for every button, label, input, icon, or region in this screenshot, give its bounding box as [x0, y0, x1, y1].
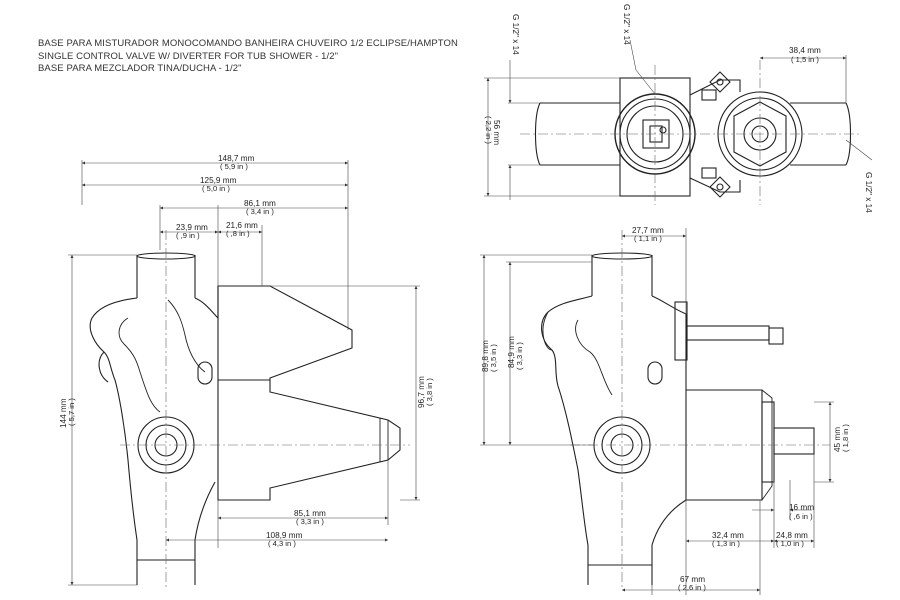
dim-144: 144 mm	[59, 398, 68, 428]
front-centerlines	[120, 230, 410, 590]
dim-0-8-in: ( ,8 in )	[226, 229, 250, 238]
dim-3-4-in: ( 3,4 in )	[246, 207, 274, 216]
dim-84-9: 84,9 mm	[507, 336, 516, 368]
top-dimensions	[484, 39, 873, 200]
dim-2-2-in: ( 2,2 in )	[484, 116, 493, 144]
dim-1-1-in: ( 1,1 in )	[634, 234, 662, 243]
title-line-es: BASE PARA MEZCLADOR TINA/DUCHA - 1/2"	[38, 63, 242, 74]
dim-5-0-in: ( 5,0 in )	[202, 184, 230, 193]
thread-left: G 1/2" x 14	[511, 14, 520, 55]
dim-1-5-in: ( 1,5 in )	[791, 55, 819, 64]
drawing-title-block: BASE PARA MISTURADOR MONOCOMANDO BANHEIR…	[38, 38, 458, 76]
dim-85-1: 85,1 mm	[294, 509, 326, 518]
dim-148-7: 148,7 mm	[218, 154, 255, 163]
dim-16: 16 mm	[789, 503, 814, 512]
dim-3-3-in: ( 3,3 in )	[296, 517, 324, 526]
side-view	[541, 252, 815, 585]
dim-125-9: 125,9 mm	[200, 176, 237, 185]
front-view	[89, 252, 401, 585]
dim-1-0-in: ( 1,0 in )	[776, 539, 804, 548]
dim-108-9: 108,9 mm	[266, 531, 303, 540]
top-centerlines	[520, 60, 860, 205]
dim-5-9-in: ( 5,9 in )	[220, 162, 248, 171]
dim-96-7: 96,7 mm	[417, 376, 426, 408]
dim-0-9-in: ( ,9 in )	[176, 231, 200, 240]
dim-1-3-in: ( 1,3 in )	[712, 539, 740, 548]
dim-2-6-in: ( 2,6 in )	[678, 583, 706, 592]
side-dimension-labels: 27,7 mm ( 1,1 in ) 89,8 mm ( 3,5 in ) 84…	[481, 226, 850, 592]
dim-3-3-in-side: ( 3,3 in )	[515, 342, 524, 370]
dim-27-7: 27,7 mm	[632, 226, 664, 235]
dim-38-4: 38,4 mm	[789, 46, 821, 55]
dim-89-8: 89,8 mm	[481, 340, 490, 372]
dim-32-4: 32,4 mm	[712, 531, 744, 540]
dim-3-8-in: ( 3,8 in )	[425, 378, 434, 406]
top-dimension-labels: G 1/2" x 14 G 1/2" x 14 G 1/2" x 14 38,4…	[484, 4, 873, 213]
dim-5-7-in: ( 5,7 in )	[67, 398, 76, 426]
dim-67: 67 mm	[680, 575, 705, 584]
front-dimension-labels: 148,7 mm ( 5,9 in ) 125,9 mm ( 5,0 in ) …	[59, 154, 434, 548]
dim-86-1: 86,1 mm	[244, 199, 276, 208]
dim-45: 45 mm	[833, 427, 842, 452]
title-line-pt: BASE PARA MISTURADOR MONOCOMANDO BANHEIR…	[38, 38, 458, 49]
dim-23-9: 23,9 mm	[176, 223, 208, 232]
thread-right: G 1/2" x 14	[864, 172, 873, 213]
dim-21-6: 21,6 mm	[226, 221, 258, 230]
dim-3-5-in: ( 3,5 in )	[489, 344, 498, 372]
title-line-en: SINGLE CONTROL VALVE W/ DIVERTER FOR TUB…	[38, 50, 339, 62]
thread-top: G 1/2" x 14	[622, 4, 631, 45]
dim-56: 56 mm	[492, 120, 501, 145]
top-view	[535, 71, 851, 198]
side-dimensions	[480, 228, 834, 595]
front-dimensions	[68, 160, 420, 586]
side-centerlines	[570, 230, 830, 590]
dim-24-8: 24,8 mm	[776, 531, 808, 540]
dim-0-6-in: ( ,6 in )	[789, 512, 813, 521]
dim-4-3-in: ( 4,3 in )	[268, 539, 296, 548]
dim-1-8-in: ( 1,8 in )	[841, 424, 850, 452]
